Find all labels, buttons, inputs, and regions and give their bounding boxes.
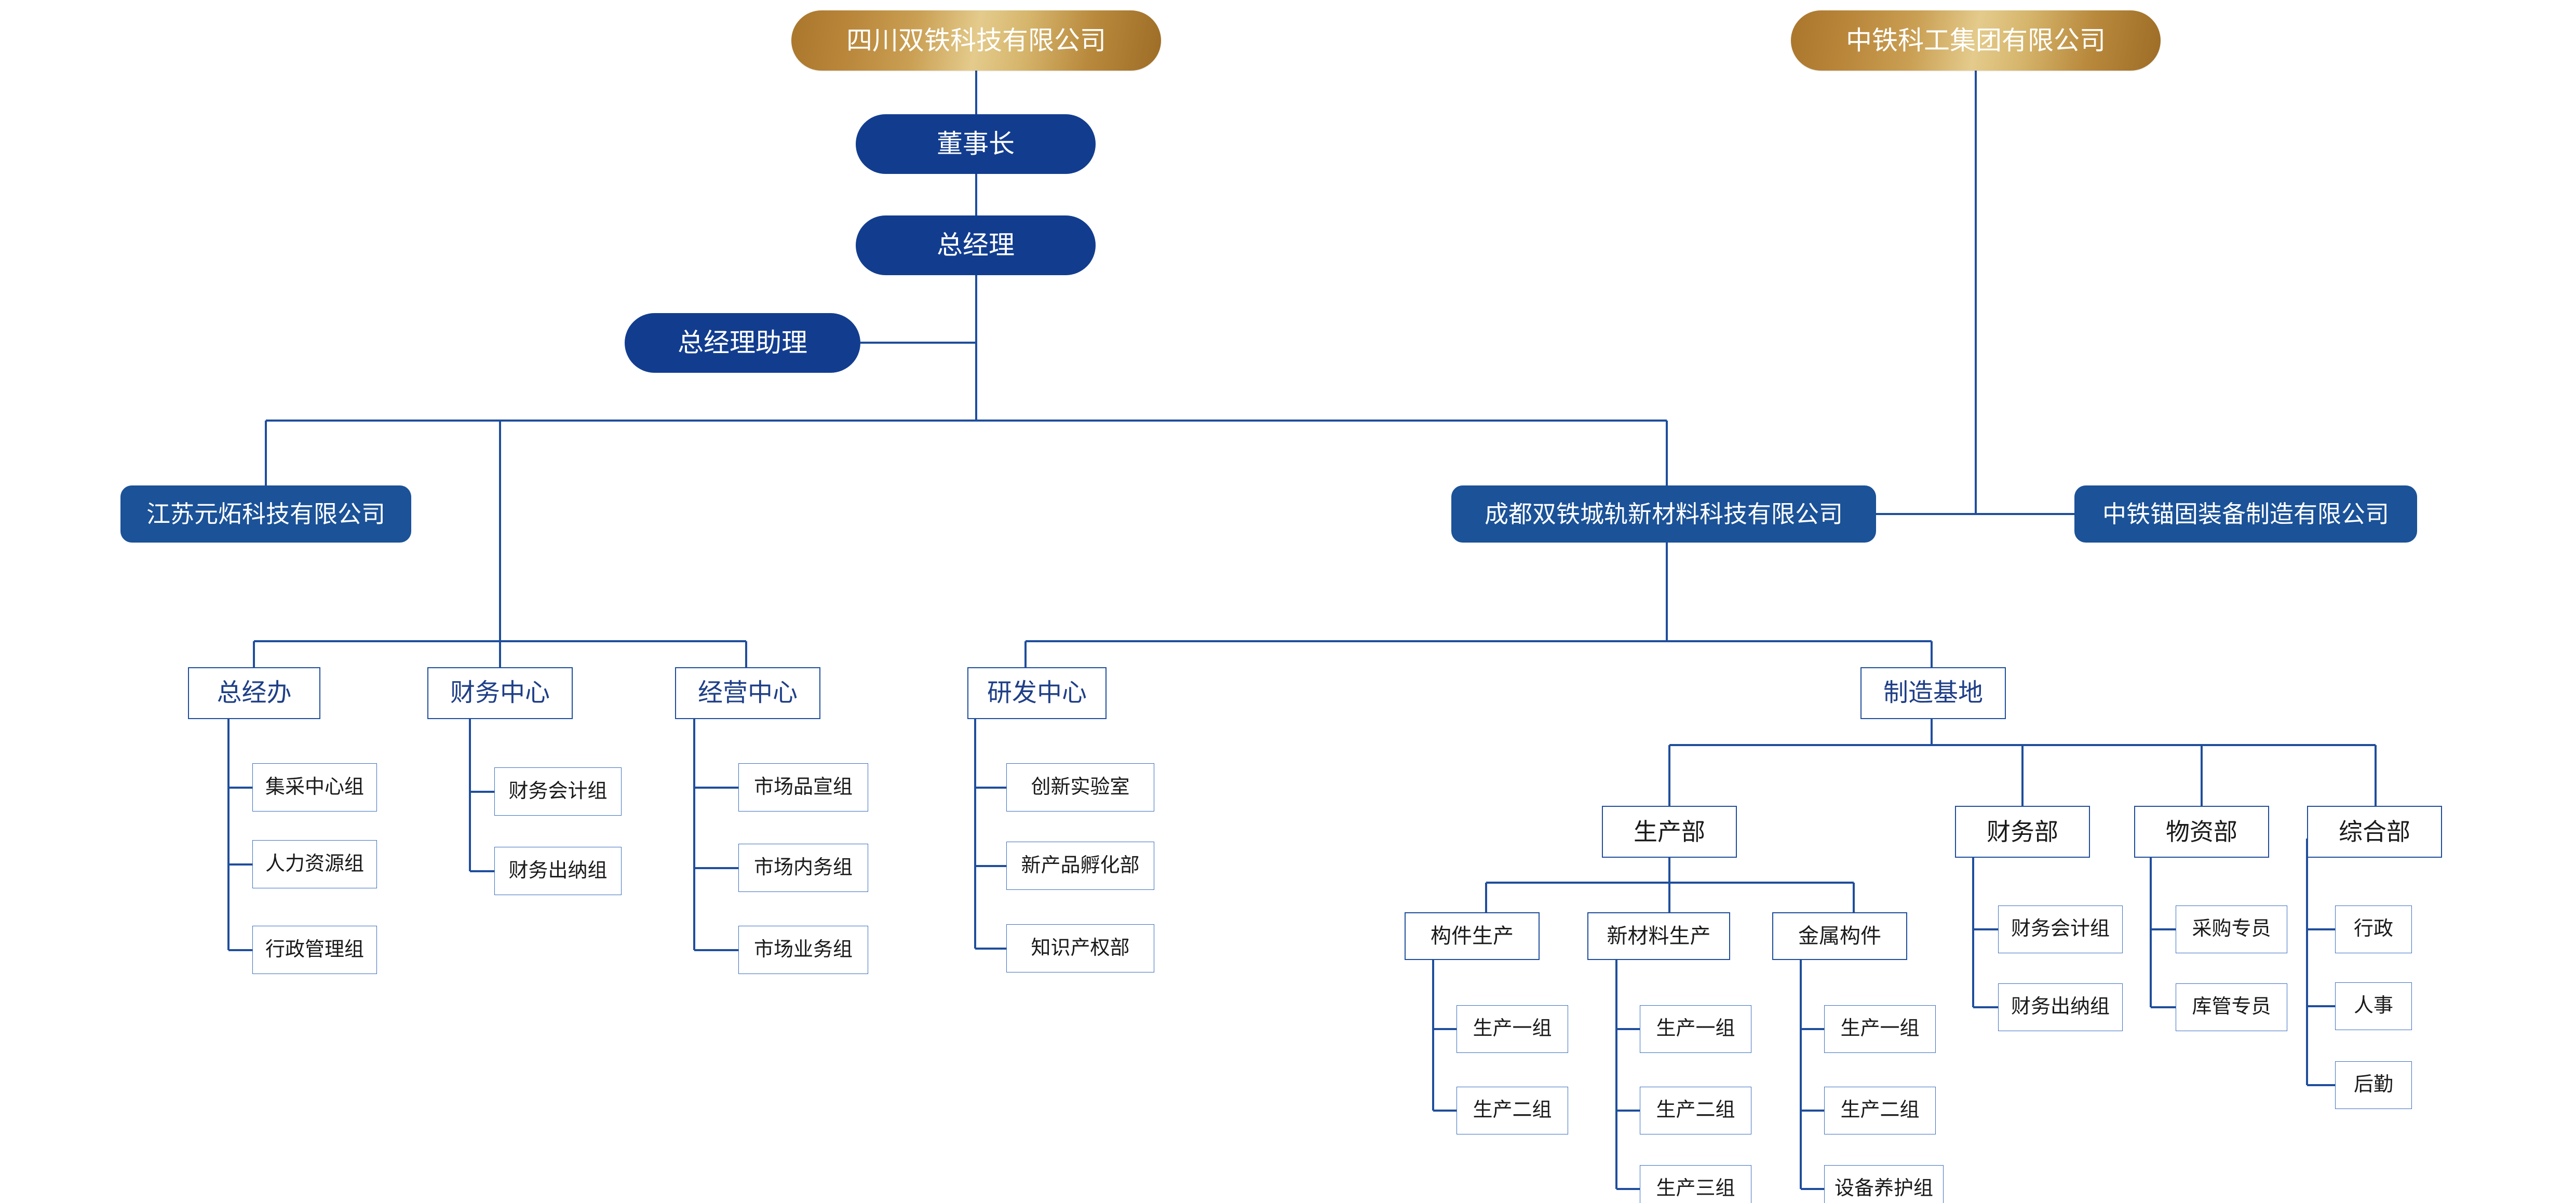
leaf-new-product-incubation-dept[interactable]: 新产品孵化部 xyxy=(1006,842,1154,890)
node-gm-assistant[interactable]: 总经理助理 xyxy=(625,313,860,373)
leaf-centralized-procurement-group[interactable]: 集采中心组 xyxy=(252,763,377,812)
node-center-finance[interactable]: 财务中心 xyxy=(427,667,573,719)
node-center-operations[interactable]: 经营中心 xyxy=(675,667,820,719)
node-production-line-metal-component[interactable]: 金属构件 xyxy=(1772,912,1907,960)
node-dept-production[interactable]: 生产部 xyxy=(1602,806,1737,858)
leaf-procurement-specialist[interactable]: 采购专员 xyxy=(2176,905,2287,953)
leaf-finance-accounting-group-center[interactable]: 财务会计组 xyxy=(494,767,622,816)
leaf-finance-cashier-group-center[interactable]: 财务出纳组 xyxy=(494,847,622,895)
leaf-component-team-1[interactable]: 生产一组 xyxy=(1456,1005,1568,1053)
leaf-administration[interactable]: 行政 xyxy=(2335,905,2412,953)
node-center-general-office[interactable]: 总经办 xyxy=(188,667,320,719)
node-dept-materials[interactable]: 物资部 xyxy=(2134,806,2269,858)
leaf-finance-accounting-group-base[interactable]: 财务会计组 xyxy=(1998,905,2123,953)
node-manufacturing-base[interactable]: 制造基地 xyxy=(1860,667,2006,719)
leaf-innovation-laboratory[interactable]: 创新实验室 xyxy=(1006,763,1154,812)
leaf-administration-management-group[interactable]: 行政管理组 xyxy=(252,926,377,974)
leaf-new-material-team-2[interactable]: 生产二组 xyxy=(1640,1087,1751,1134)
leaf-warehouse-specialist[interactable]: 库管专员 xyxy=(2176,983,2287,1031)
leaf-market-branding-group[interactable]: 市场品宣组 xyxy=(738,763,868,812)
node-general-manager[interactable]: 总经理 xyxy=(856,215,1096,275)
leaf-market-business-group[interactable]: 市场业务组 xyxy=(738,926,868,974)
leaf-component-team-2[interactable]: 生产二组 xyxy=(1456,1087,1568,1134)
leaf-metal-team-2[interactable]: 生产二组 xyxy=(1824,1087,1936,1134)
leaf-human-resources-group[interactable]: 人力资源组 xyxy=(252,840,377,888)
leaf-finance-cashier-group-base[interactable]: 财务出纳组 xyxy=(1998,983,2123,1031)
leaf-equipment-maintenance-team[interactable]: 设备养护组 xyxy=(1824,1165,1944,1203)
leaf-new-material-team-3[interactable]: 生产三组 xyxy=(1640,1165,1751,1203)
leaf-market-internal-affairs-group[interactable]: 市场内务组 xyxy=(738,844,868,892)
leaf-new-material-team-1[interactable]: 生产一组 xyxy=(1640,1005,1751,1053)
leaf-logistics[interactable]: 后勤 xyxy=(2335,1061,2412,1109)
node-center-rnd[interactable]: 研发中心 xyxy=(967,667,1107,719)
node-subsidiary-jiangsu[interactable]: 江苏元炻科技有限公司 xyxy=(120,485,411,543)
node-production-line-new-material[interactable]: 新材料生产 xyxy=(1587,912,1730,960)
node-subsidiary-anchor-equipment[interactable]: 中铁锚固装备制造有限公司 xyxy=(2074,485,2417,543)
node-holding-company-left[interactable]: 四川双铁科技有限公司 xyxy=(791,10,1161,71)
node-subsidiary-chengdu[interactable]: 成都双铁城轨新材料科技有限公司 xyxy=(1451,485,1876,543)
leaf-metal-team-1[interactable]: 生产一组 xyxy=(1824,1005,1936,1053)
node-production-line-component[interactable]: 构件生产 xyxy=(1405,912,1540,960)
node-chairman[interactable]: 董事长 xyxy=(856,114,1096,174)
leaf-personnel[interactable]: 人事 xyxy=(2335,982,2412,1030)
node-dept-general-affairs[interactable]: 综合部 xyxy=(2307,806,2442,858)
node-dept-finance[interactable]: 财务部 xyxy=(1955,806,2090,858)
node-holding-company-right[interactable]: 中铁科工集团有限公司 xyxy=(1791,10,2161,71)
leaf-intellectual-property-dept[interactable]: 知识产权部 xyxy=(1006,924,1154,972)
